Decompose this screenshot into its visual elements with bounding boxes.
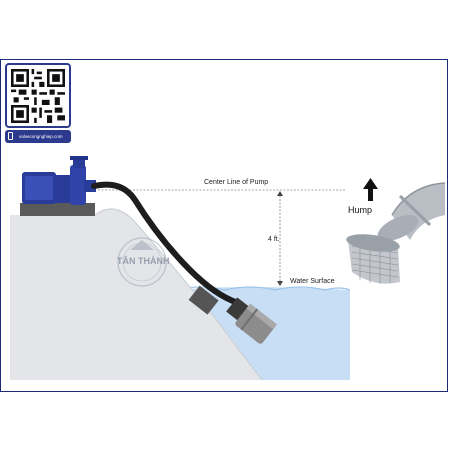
phone-icon	[8, 132, 13, 140]
pump-base	[20, 203, 95, 216]
up-arrow-icon	[363, 178, 378, 201]
ground-bank	[10, 208, 262, 380]
suction-hose	[91, 181, 241, 306]
hump-label: Hump	[348, 205, 373, 215]
submerged-strainer	[226, 297, 277, 344]
intake-fitting	[188, 285, 219, 315]
hump-fitting	[346, 182, 446, 284]
qr-code-box[interactable]	[5, 63, 71, 128]
height-label: 4 ft.	[268, 236, 280, 243]
qr-code-icon	[11, 69, 65, 123]
watermark-text: TÂN THÀNH	[117, 256, 170, 266]
center-line-label: Center Line of Pump	[204, 179, 269, 186]
watermark-logo	[117, 237, 167, 287]
pump-body	[22, 156, 96, 205]
water-surface-label: Water Surface	[290, 278, 335, 285]
website-text: valvecongnghiep.com	[19, 134, 63, 139]
website-link[interactable]: valvecongnghiep.com	[5, 130, 71, 143]
